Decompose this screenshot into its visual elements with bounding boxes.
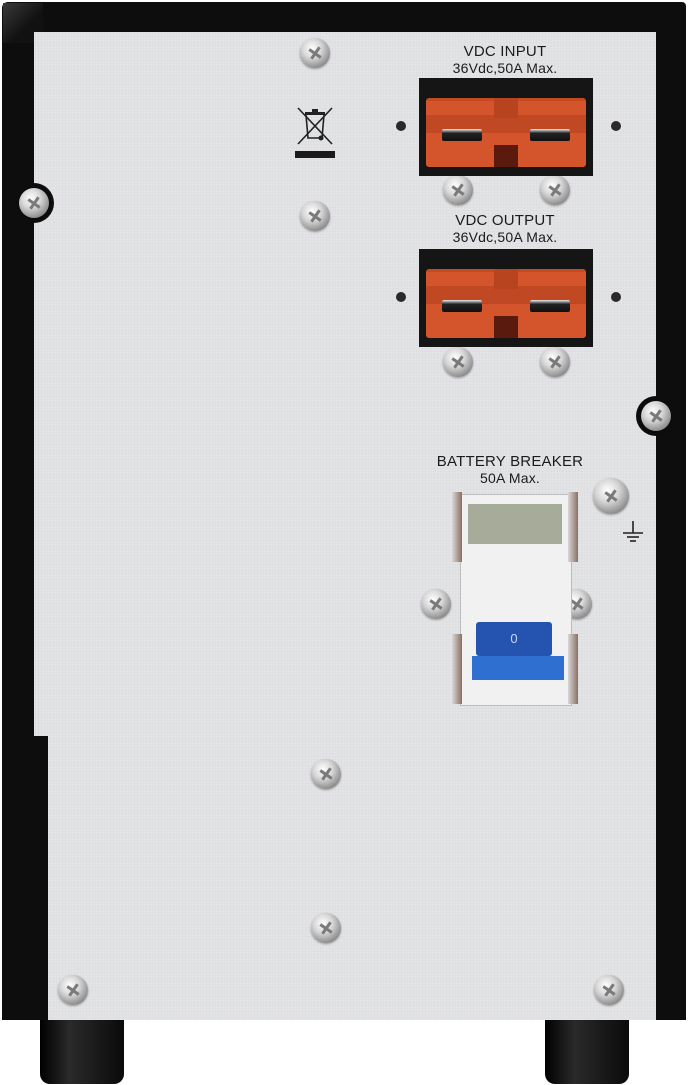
screw-icon bbox=[443, 175, 473, 205]
anderson-connector-icon bbox=[426, 269, 586, 338]
screw-icon bbox=[300, 38, 330, 68]
right-foot bbox=[545, 1020, 629, 1084]
vdc-output-title: VDC OUTPUT bbox=[455, 212, 555, 229]
screw-icon bbox=[641, 401, 671, 431]
screw-icon bbox=[311, 913, 341, 943]
ground-screw-icon bbox=[593, 478, 629, 514]
breaker-toggle-base bbox=[472, 656, 564, 680]
screw-icon bbox=[443, 347, 473, 377]
screw-icon bbox=[540, 175, 570, 205]
panel-step bbox=[34, 736, 48, 1020]
battery-breaker[interactable]: 0 bbox=[452, 492, 578, 710]
ground-icon bbox=[623, 521, 643, 542]
weee-crossed-bin-icon bbox=[295, 107, 335, 158]
screw-icon bbox=[540, 347, 570, 377]
battery-breaker-rating: 50A Max. bbox=[480, 470, 540, 486]
vdc-input-label: VDC INPUT 36Vdc,50A Max. bbox=[420, 43, 590, 77]
battery-breaker-label: BATTERY BREAKER 50A Max. bbox=[415, 453, 605, 487]
screw-icon bbox=[58, 975, 88, 1005]
vdc-input-title: VDC INPUT bbox=[463, 43, 547, 60]
vdc-output-label: VDC OUTPUT 36Vdc,50A Max. bbox=[420, 212, 590, 246]
vdc-input-rating: 36Vdc,50A Max. bbox=[452, 60, 558, 76]
anderson-connector-icon bbox=[426, 98, 586, 167]
vdc-input-port[interactable] bbox=[419, 78, 593, 176]
mount-hole bbox=[396, 121, 406, 131]
vdc-output-port[interactable] bbox=[419, 249, 593, 347]
screw-icon bbox=[311, 759, 341, 789]
breaker-toggle[interactable] bbox=[476, 622, 552, 656]
vdc-output-rating: 36Vdc,50A Max. bbox=[452, 229, 558, 245]
screw-icon bbox=[421, 589, 451, 619]
screw-icon bbox=[300, 201, 330, 231]
breaker-window bbox=[468, 504, 562, 544]
breaker-off-mark: 0 bbox=[510, 631, 518, 646]
screw-icon bbox=[19, 188, 49, 218]
screw-icon bbox=[594, 975, 624, 1005]
battery-breaker-title: BATTERY BREAKER bbox=[436, 453, 584, 470]
mount-hole bbox=[396, 292, 406, 302]
mount-hole bbox=[611, 292, 621, 302]
mount-hole bbox=[611, 121, 621, 131]
left-foot bbox=[40, 1020, 124, 1084]
